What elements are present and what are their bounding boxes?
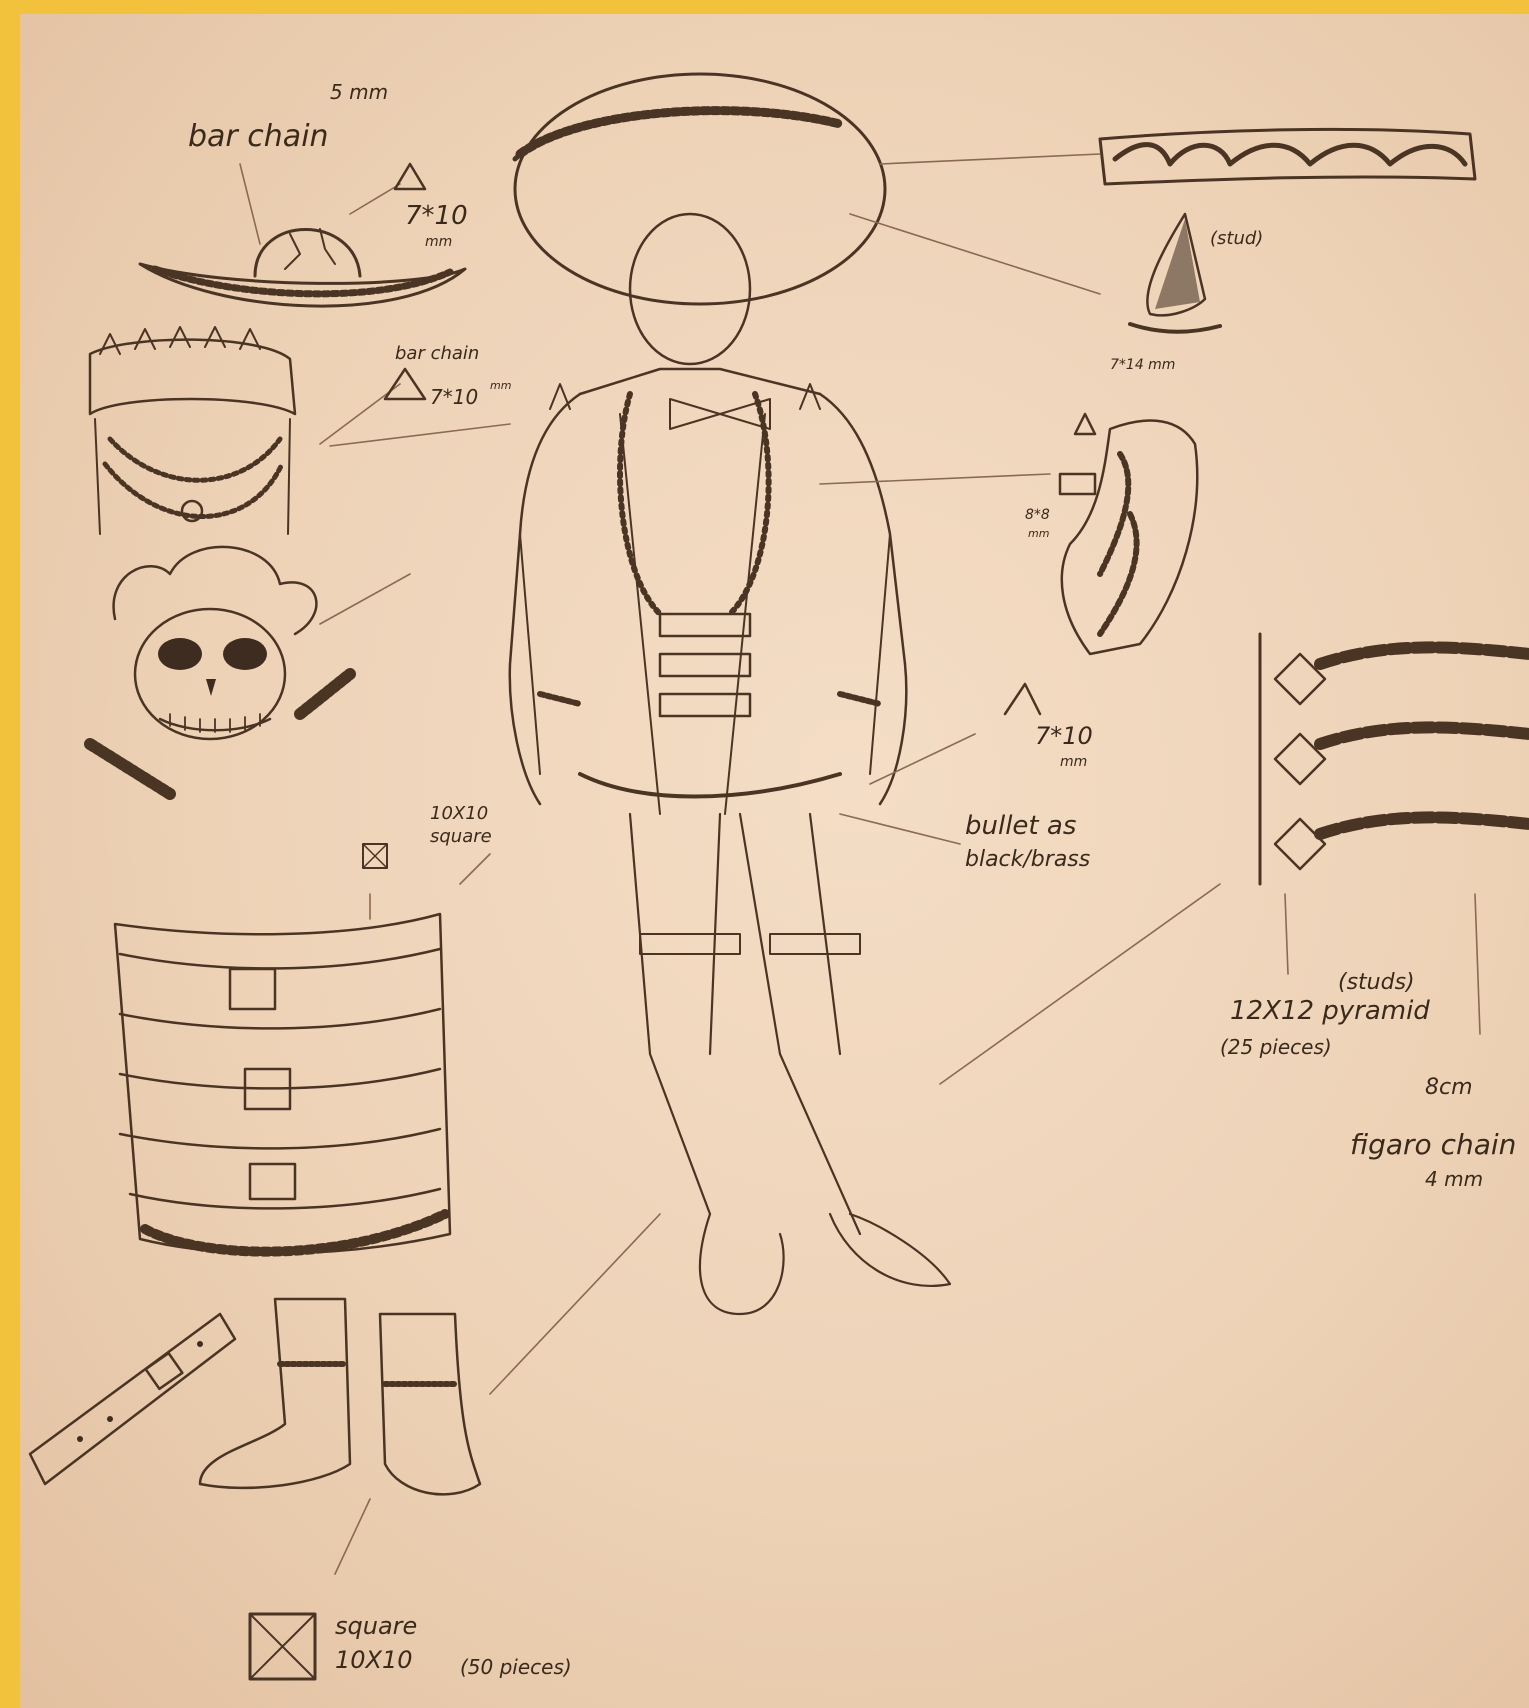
annotation-bar-chain-top: bar chain <box>188 119 329 154</box>
annotation-cone-right-unit: mm <box>1060 754 1087 770</box>
epaulette-detail <box>820 414 1197 654</box>
top-left-sombrero <box>140 164 465 306</box>
annotation-cone-mid-unit: mm <box>490 379 511 392</box>
annotation-cone-top-left-unit: mm <box>425 234 452 250</box>
annotation-square-bottom: square <box>335 1612 417 1640</box>
annotation-8cm: 8cm <box>1425 1075 1473 1100</box>
square-stud-bottom <box>250 1614 315 1679</box>
annotation-cone-right: 7*10 <box>1035 722 1093 750</box>
annotation-stud: (stud) <box>1210 228 1263 249</box>
annotation-pyramid: 12X12 pyramid <box>1230 996 1430 1026</box>
annotation-figaro-chain: figaro chain <box>1350 1128 1516 1161</box>
central-figure <box>510 74 950 1314</box>
annotation-square-small-label: square <box>430 826 492 847</box>
buckled-skirt <box>115 844 490 1253</box>
annotation-figaro-4mm: 4 mm <box>1425 1167 1483 1191</box>
costume-sketch: bar chain 5 mm 7*10 mm (stud) 7*14 mm ba… <box>20 14 1529 1708</box>
annotation-square-bottom-pieces: (50 pieces) <box>460 1655 572 1679</box>
annotation-bullet-line2: black/brass <box>965 847 1090 872</box>
annotation-cone-top-left: 7*10 <box>405 201 468 231</box>
annotation-5mm: 5 mm <box>330 80 388 104</box>
annotation-bullet-line1: bullet as <box>965 811 1076 841</box>
annotation-studs: (studs) <box>1338 970 1415 995</box>
annotation-cone-mid: 7*10 <box>430 385 478 409</box>
annotations: bar chain 5 mm 7*10 mm (stud) 7*14 mm ba… <box>188 80 1516 1679</box>
annotation-square-bottom-size: 10X10 <box>335 1646 413 1674</box>
hat-band-detail <box>850 129 1475 331</box>
boots-and-strap <box>30 1214 660 1574</box>
skull-buckle <box>90 547 410 794</box>
annotation-shoulder-unit: mm <box>1028 527 1049 540</box>
annotation-shoulder-size: 8*8 <box>1025 507 1050 523</box>
annotation-stud-size: 7*14 mm <box>1110 357 1175 373</box>
annotation-square-small-size: 10X10 <box>430 803 488 824</box>
annotation-pieces: (25 pieces) <box>1220 1035 1332 1059</box>
sketch-paper: bar chain 5 mm 7*10 mm (stud) 7*14 mm ba… <box>20 14 1529 1708</box>
annotation-bar-chain-mid: bar chain <box>395 343 479 364</box>
